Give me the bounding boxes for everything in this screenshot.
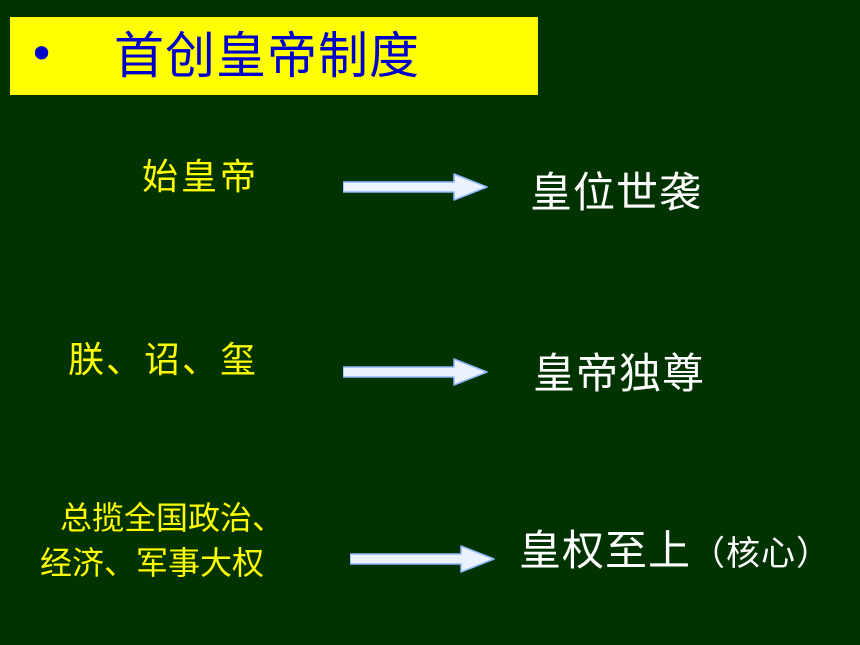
row-1-right-text: 皇位世袭	[530, 168, 703, 217]
row-2-right-text: 皇帝独尊	[533, 349, 706, 398]
row-3-right-note: （核心）	[691, 534, 832, 574]
row-3-right-main: 皇权至上	[519, 526, 692, 575]
row-3-left-text-line-2: 经济、军事大权	[40, 544, 265, 582]
right-arrow-icon	[343, 173, 488, 201]
row-1-left-text: 始皇帝	[142, 157, 260, 198]
row-3-right-text: 皇权至上（核心）	[519, 523, 831, 582]
slide-title: 首创皇帝制度	[114, 27, 420, 85]
row-2-left-text: 朕、诏、玺	[68, 340, 259, 381]
row-3-left-text-line-1: 总揽全国政治、	[60, 499, 285, 537]
right-arrow-icon	[343, 358, 488, 386]
right-arrow-icon	[350, 545, 495, 573]
title-box: • 首创皇帝制度	[10, 17, 538, 95]
bullet-icon: •	[28, 27, 56, 81]
